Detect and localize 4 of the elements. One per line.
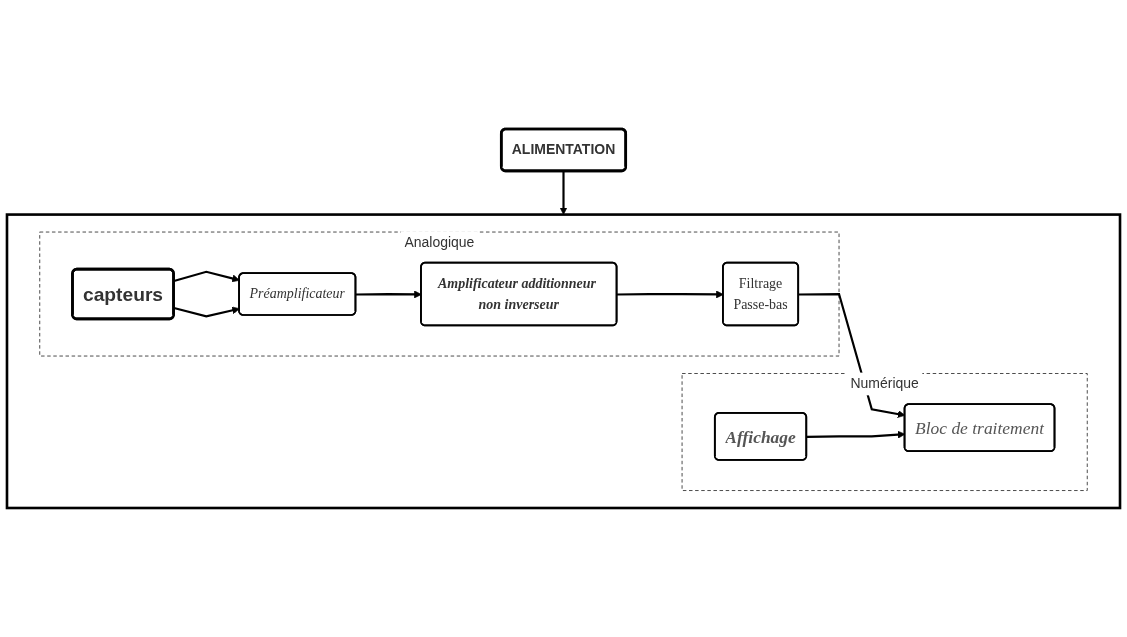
arrow bbox=[559, 170, 568, 215]
arrow bbox=[173, 306, 240, 318]
cluster bbox=[5, 213, 1122, 510]
arrow bbox=[173, 270, 240, 283]
